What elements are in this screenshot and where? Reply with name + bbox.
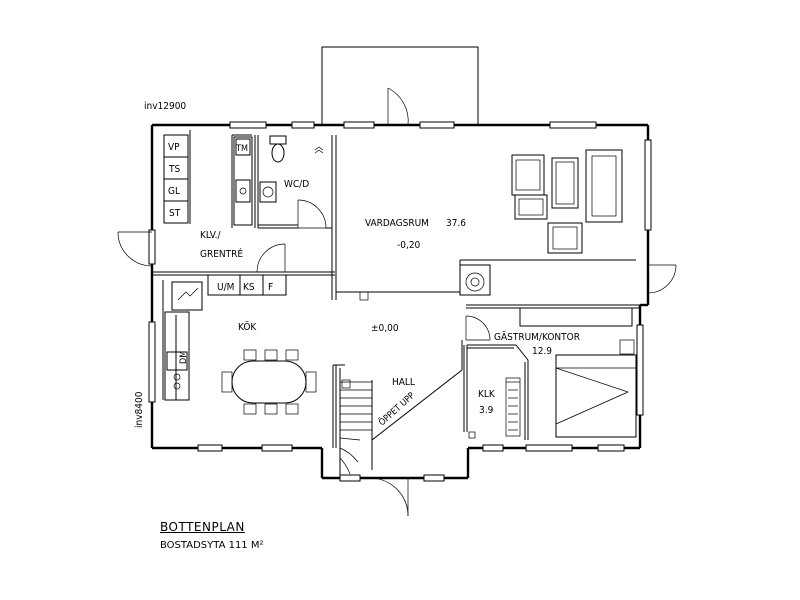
kitchen-dm-label: DM bbox=[179, 351, 189, 364]
washer-tm-label: TM bbox=[235, 144, 248, 154]
interior-walls bbox=[152, 130, 640, 448]
guest-room-area: 12.9 bbox=[532, 346, 552, 357]
utility-room-name-line2: GRENTRÉ bbox=[200, 247, 243, 260]
laundry-counter bbox=[233, 136, 253, 226]
staircase bbox=[339, 340, 463, 475]
kitchen-ks-label: KS bbox=[243, 282, 255, 293]
bathroom-fixtures bbox=[259, 135, 324, 203]
depth-dimension-label: inv8400 bbox=[134, 391, 145, 428]
exterior-walls bbox=[150, 123, 650, 480]
hall-room-name: HALL bbox=[392, 377, 415, 388]
dining-table bbox=[221, 349, 317, 415]
plan-title: BOTTENPLAN bbox=[160, 520, 245, 534]
kitchen-counters bbox=[164, 274, 287, 401]
guest-room-name: GÄSTRUM/KONTOR bbox=[494, 330, 580, 343]
closet-room-name: KLK bbox=[478, 389, 496, 400]
living-area-summary: BOSTADSYTA 111 M² bbox=[160, 540, 264, 551]
living-room-area: 37.6 bbox=[446, 218, 466, 229]
wc-room-name: WC/D bbox=[284, 179, 309, 190]
cabinet-ts-label: TS bbox=[168, 164, 180, 175]
center-level-label: ±0,00 bbox=[371, 323, 399, 334]
closet-shelves bbox=[505, 377, 521, 437]
kitchen-um-label: U/M bbox=[217, 282, 234, 293]
kitchen-f-label: F bbox=[268, 282, 273, 293]
width-dimension-label: inv12900 bbox=[144, 101, 186, 112]
closet-room-area: 3.9 bbox=[479, 405, 494, 416]
kitchen-room-name: KÖK bbox=[238, 320, 257, 333]
utility-room-name-line1: KLV./ bbox=[200, 230, 222, 241]
guest-bed bbox=[519, 307, 637, 438]
terrace bbox=[321, 46, 479, 125]
living-room-furniture bbox=[459, 149, 623, 296]
windows bbox=[148, 121, 652, 482]
utility-cabinets bbox=[163, 134, 189, 224]
cabinet-gl-label: GL bbox=[168, 186, 180, 197]
living-room-name: VARDAGSRUM bbox=[365, 218, 429, 229]
cabinet-st-label: ST bbox=[169, 208, 181, 219]
living-room-level: -0,20 bbox=[397, 240, 421, 251]
doors bbox=[117, 87, 677, 517]
cabinet-vp-label: VP bbox=[168, 142, 180, 153]
